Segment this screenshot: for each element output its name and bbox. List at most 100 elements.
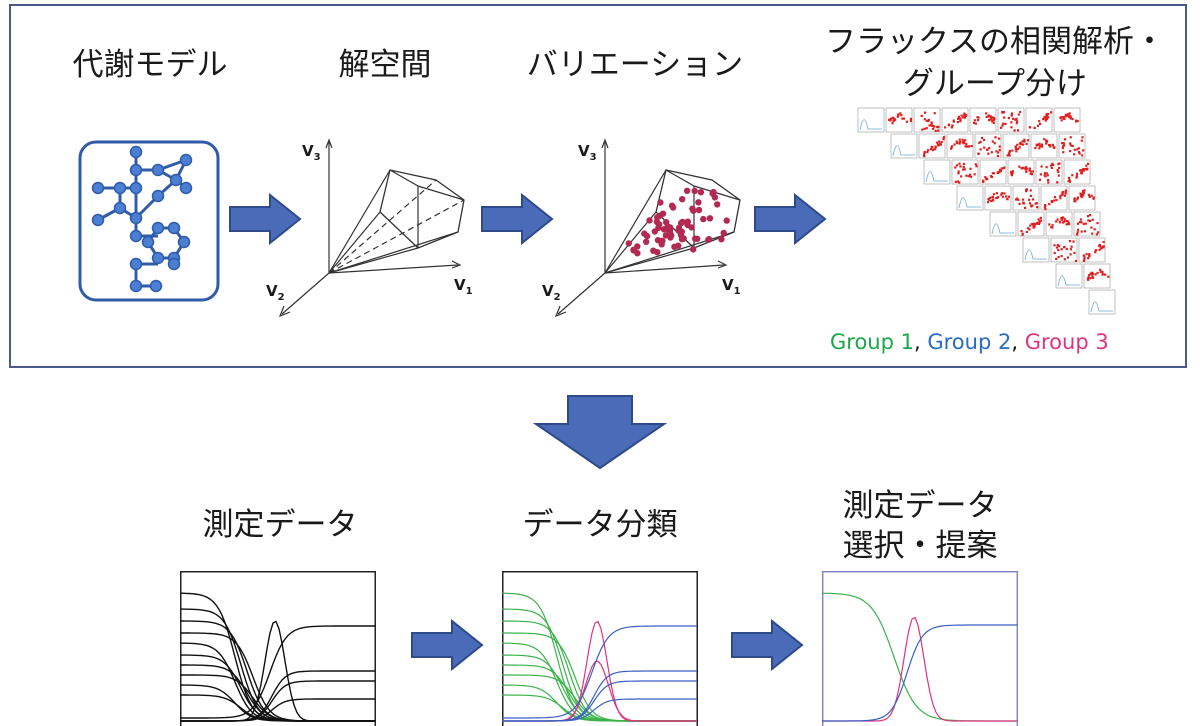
scatter-dot <box>976 119 980 122</box>
scatter-dot <box>1058 220 1062 224</box>
scatter-dot <box>1056 244 1059 247</box>
scatter-dot <box>1057 170 1060 173</box>
scatter-dot <box>1028 198 1031 201</box>
scatter-dot <box>1060 119 1063 122</box>
scatter-dot <box>1039 144 1042 148</box>
scatter-dot <box>1068 180 1072 183</box>
scatter-dot <box>1057 174 1060 177</box>
scatter-dot <box>1083 230 1086 233</box>
scatter-dot <box>959 165 962 168</box>
scatter-dot <box>1003 192 1006 195</box>
scatter-dot <box>1001 111 1004 114</box>
scatter-dot <box>1044 208 1047 211</box>
scatter-dot <box>1007 195 1010 198</box>
matrix-cell <box>1078 237 1106 263</box>
scatter-dot <box>923 127 926 130</box>
solution-space-cone-diagram: V3 V1 V2 <box>266 138 473 318</box>
scatter-dot <box>1080 230 1083 233</box>
scatter-dot <box>956 180 959 183</box>
matrix-cell <box>890 133 918 159</box>
scatter-dot <box>1079 169 1082 172</box>
scatter-dot <box>1057 249 1060 252</box>
variation-sampling-diagram: V3 V1 V2 <box>542 138 741 318</box>
scatter-dot <box>1086 168 1089 171</box>
scatter-dot <box>942 136 946 139</box>
scatter-dot <box>1082 191 1085 195</box>
scatter-dot <box>1086 162 1090 165</box>
scatter-dot <box>1002 111 1005 114</box>
group-2-line <box>502 625 697 719</box>
scatter-dot <box>1046 115 1049 118</box>
scatter-dot <box>987 152 990 155</box>
scatter-dot <box>947 123 951 126</box>
scatter-dot <box>1049 111 1053 114</box>
scatter-dot <box>900 114 903 117</box>
scatter-dot <box>1018 146 1021 149</box>
scatter-dot <box>901 117 904 120</box>
scatter-dot <box>1082 149 1085 152</box>
scatter-dot <box>1055 257 1058 260</box>
scatter-dot <box>1097 231 1100 234</box>
scatter-dot <box>969 167 972 170</box>
scatter-dot <box>1001 192 1004 195</box>
scatter-dot <box>991 120 994 123</box>
scatter-dot <box>1107 275 1110 278</box>
scatter-dot <box>1018 165 1021 168</box>
sample-point <box>691 187 698 195</box>
scatter-dot <box>1074 200 1077 203</box>
scatter-dot <box>1014 145 1017 148</box>
scatter-dot <box>1056 218 1059 221</box>
scatter-dot <box>1050 200 1053 203</box>
scatter-dot <box>1101 271 1104 274</box>
scatter-dot <box>1088 195 1091 198</box>
scatter-dot <box>1077 151 1081 154</box>
scatter-dot <box>957 115 960 118</box>
scatter-dot <box>978 141 981 144</box>
scatter-dot <box>1025 170 1028 174</box>
scatter-dot <box>1023 140 1026 143</box>
scatter-dot <box>1075 176 1078 179</box>
scatter-dot <box>1061 147 1064 150</box>
scatter-dot <box>1043 172 1047 175</box>
scatter-dot <box>958 141 961 144</box>
scatter-dot <box>982 180 985 183</box>
scatter-dot <box>897 113 900 116</box>
scatter-dot <box>1076 120 1079 123</box>
sample-point <box>630 246 637 253</box>
scatter-dot <box>1081 194 1084 197</box>
scatter-dot <box>1073 197 1076 201</box>
scatter-dot <box>1008 150 1011 153</box>
scatter-dot <box>1082 222 1085 226</box>
scatter-dot <box>1020 230 1023 233</box>
scatter-dot <box>899 112 902 115</box>
scatter-dot <box>1040 143 1044 146</box>
scatter-dot <box>970 144 973 148</box>
scatter-dot <box>1091 275 1094 278</box>
scatter-dot <box>889 117 893 120</box>
scatter-dot <box>1076 148 1079 151</box>
scatter-dot <box>992 198 995 201</box>
scatter-dot <box>962 165 965 169</box>
sample-point <box>695 199 702 206</box>
scatter-dot <box>1026 167 1029 170</box>
classified-data-plot <box>502 571 698 726</box>
scatter-dot <box>934 146 937 149</box>
scatter-dot <box>1029 189 1032 192</box>
scatter-dot <box>998 168 1002 171</box>
scatter-dot <box>1079 218 1083 221</box>
scatter-dot <box>992 121 995 124</box>
scatter-dot <box>889 119 892 122</box>
scatter-dot <box>944 126 947 129</box>
scatter-dot <box>1072 240 1075 243</box>
scatter-dot <box>1026 139 1030 142</box>
scatter-dot <box>1029 194 1032 197</box>
scatter-dot <box>1008 154 1011 157</box>
scatter-dot <box>954 180 957 183</box>
scatter-dot <box>1030 223 1034 226</box>
scatter-dot <box>955 140 958 143</box>
scatter-dot <box>995 192 998 195</box>
v1-axis <box>328 264 459 274</box>
scatter-dot <box>1087 276 1090 279</box>
scatter-dot <box>1078 221 1081 224</box>
scatter-dot <box>991 140 994 143</box>
